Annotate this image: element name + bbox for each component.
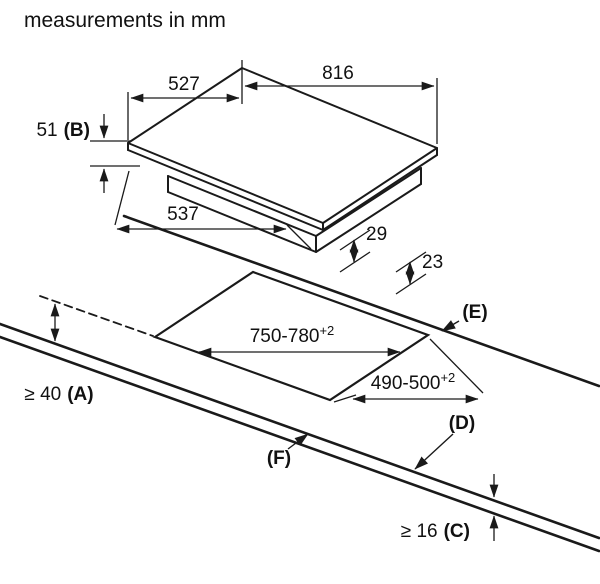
label-thickness: ≥ 16(C) xyxy=(401,521,470,542)
worktop-front-bottom-edge xyxy=(0,335,600,553)
label-front-clearance: ≥ 40(A) xyxy=(24,384,93,405)
leader-arrow xyxy=(414,433,454,470)
dim-cutout-depth xyxy=(333,338,484,404)
extension-line xyxy=(429,338,484,394)
leader-arrow xyxy=(441,320,460,332)
title-text: measurements in mm xyxy=(24,9,226,32)
hob xyxy=(127,67,438,253)
label-29: 29 xyxy=(366,224,387,245)
label-cutout-depth: 490-500+2 xyxy=(371,370,456,394)
dim-527 xyxy=(127,60,243,140)
cutout-outline xyxy=(152,270,431,402)
ref-e-leader xyxy=(441,320,460,332)
label-816: 816 xyxy=(322,63,354,84)
worktop-front-edge xyxy=(0,322,600,540)
label-527: 527 xyxy=(168,74,200,95)
tick-line xyxy=(395,273,427,295)
extension-line xyxy=(114,170,130,226)
label-cutout-width: 750-780+2 xyxy=(250,323,335,347)
dim-537 xyxy=(114,170,312,250)
dim-51 xyxy=(90,114,140,193)
cutout-edge-extension-dashed xyxy=(39,295,154,337)
dimensions xyxy=(50,60,499,541)
label-ref-e: (E) xyxy=(462,302,487,323)
labels: measurements in mm 527 816 51(B) 537 29 … xyxy=(24,9,488,542)
extension-line xyxy=(333,394,357,403)
dim-29 xyxy=(339,229,371,273)
label-51-b: 51(B) xyxy=(36,120,90,141)
dim-816 xyxy=(244,78,438,144)
ref-f-leader xyxy=(287,433,309,450)
extension-line xyxy=(286,224,312,250)
ref-d-leader xyxy=(414,433,454,470)
label-23: 23 xyxy=(422,252,443,273)
worktop-back-edge xyxy=(122,214,600,388)
leader-arrow xyxy=(287,433,309,450)
tick-line xyxy=(339,251,371,273)
label-ref-f: (F) xyxy=(267,448,291,469)
label-537: 537 xyxy=(167,204,199,225)
dim-23 xyxy=(395,251,427,295)
label-ref-d: (D) xyxy=(449,413,475,434)
